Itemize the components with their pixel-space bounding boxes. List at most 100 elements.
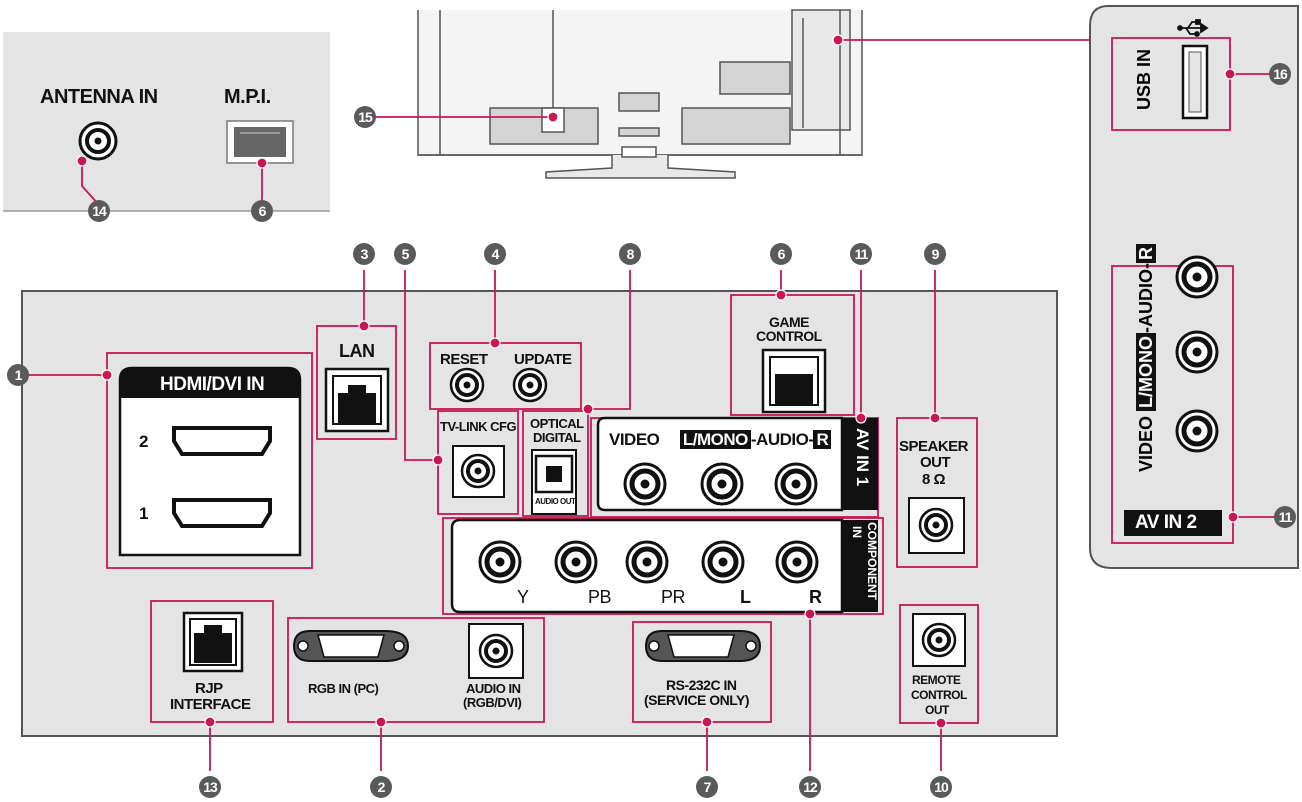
callout-9: 9 (924, 243, 946, 265)
callout-1: 1 (7, 364, 29, 386)
remote-label-3: OUT (925, 703, 949, 717)
side-audio-l-jack (1177, 332, 1217, 372)
av1-video-label: VIDEO (609, 430, 660, 449)
callout-8: 8 (619, 243, 641, 265)
speaker-out-jack (918, 507, 954, 543)
speaker-label-3: 8 Ω (922, 471, 946, 488)
component-pr-label: PR (661, 587, 686, 607)
callout-13: 13 (199, 776, 221, 798)
remote-label-2: CONTROL (911, 688, 967, 702)
antenna-mpi-panel (3, 32, 330, 212)
component-pb-jack (556, 542, 596, 582)
tv-rear-view (417, 9, 863, 179)
callout-6: 6 (251, 200, 273, 222)
component-r-jack (777, 542, 817, 582)
antenna-in-jack (78, 121, 118, 161)
component-pr-jack (627, 542, 667, 582)
side-panel (1089, 5, 1299, 569)
component-label-1: COMPONENT (865, 522, 879, 600)
audio-out-label: AUDIO OUT (535, 497, 576, 506)
av-in-2-label: AV IN 2 (1135, 512, 1197, 533)
game-control-port (761, 348, 827, 414)
main-rear-panel (21, 290, 1058, 737)
component-pb-label: PB (588, 587, 612, 607)
update-label: UPDATE (514, 351, 572, 368)
usb-in-label: USB IN (1134, 48, 1154, 110)
component-y-label: Y (517, 587, 529, 607)
component-r-label: R (809, 587, 822, 607)
av1-header-label: VIDEO L/MONO-AUDIO-R (609, 430, 832, 450)
side-video-jack (1177, 257, 1217, 297)
audio-in-label-2: (RGB/DVI) (463, 695, 522, 710)
callout-11-side: 11 (1274, 506, 1296, 528)
audio-in-label-1: AUDIO IN (466, 681, 521, 696)
component-l-jack (703, 542, 743, 582)
game-label-1: GAME (769, 314, 810, 330)
rjp-interface-port (182, 611, 244, 673)
side-audio-label: -AUDIO- (1136, 262, 1156, 333)
av1-audio-label: -AUDIO- (750, 430, 814, 449)
tv-link-cfg-label: TV-LINK CFG (440, 419, 517, 434)
av1-r-label: R (813, 430, 832, 449)
callout-15: 15 (354, 106, 376, 128)
tv-link-cfg-jack (460, 453, 496, 489)
reset-jack (449, 367, 485, 403)
rjp-label-1: RJP (195, 680, 223, 697)
component-label-2: IN (850, 526, 864, 538)
hdmi-1-port (172, 498, 272, 528)
mpi-port (226, 120, 294, 164)
av1-audio-r-jack (776, 464, 816, 504)
rjp-label-2: INTERFACE (170, 696, 251, 713)
callout-5: 5 (394, 243, 416, 265)
remote-control-out-jack (921, 622, 957, 658)
speaker-label-2: OUT (920, 454, 951, 471)
reset-label: RESET (440, 351, 488, 368)
component-l-label: L (740, 587, 751, 607)
rs232c-label-2: (SERVICE ONLY) (644, 692, 750, 708)
optical-label-2: DIGITAL (533, 430, 581, 445)
antenna-in-label: ANTENNA IN (40, 86, 158, 108)
callout-16: 16 (1269, 63, 1291, 85)
lan-port (324, 367, 390, 433)
hdmi-1-label: 1 (139, 504, 148, 523)
component-y-jack (480, 542, 520, 582)
leader-lines (18, 39, 1275, 771)
av1-lmono-label: L/MONO (679, 430, 751, 449)
usb-port (1181, 44, 1209, 120)
hdmi-2-port (172, 426, 272, 456)
rs232c-label-1: RS-232C IN (666, 677, 737, 693)
rs232c-port (644, 630, 762, 662)
callout-3: 3 (353, 243, 375, 265)
optical-label-1: OPTICAL (530, 416, 584, 431)
side-video-label: VIDEO (1136, 415, 1156, 472)
audio-in-rgb-dvi-jack (478, 633, 514, 669)
lan-label: LAN (339, 341, 375, 361)
callout-6-top: 6 (770, 243, 792, 265)
side-av-label: VIDEO L/MONO-AUDIO-R (1136, 243, 1157, 472)
mpi-label: M.P.I. (224, 86, 271, 108)
rgb-in-pc-port (292, 630, 410, 662)
optical-digital-port (531, 449, 577, 515)
callout-2: 2 (370, 776, 392, 798)
hdmi-dvi-in-label: HDMI/DVI IN (160, 374, 265, 395)
speaker-label-1: SPEAKER (899, 438, 969, 455)
side-audio-r-jack (1177, 411, 1217, 451)
rgb-in-pc-label: RGB IN (PC) (308, 681, 379, 696)
callout-12: 12 (799, 776, 821, 798)
callout-7: 7 (696, 776, 718, 798)
leader-dots (76, 34, 1239, 729)
side-lmono-label: L/MONO (1136, 332, 1156, 411)
side-r-label: R (1136, 243, 1156, 263)
av1-video-jack (625, 464, 665, 504)
remote-label-1: REMOTE (912, 673, 961, 687)
av-in-1-label: AV IN 1 (853, 428, 872, 487)
callout-4: 4 (484, 243, 506, 265)
callout-10: 10 (930, 776, 952, 798)
usb-icon (1177, 19, 1209, 37)
callout-14: 14 (88, 200, 110, 222)
hdmi-2-label: 2 (139, 432, 148, 451)
update-jack (512, 367, 548, 403)
av1-audio-l-jack (702, 464, 742, 504)
callout-11: 11 (850, 243, 872, 265)
